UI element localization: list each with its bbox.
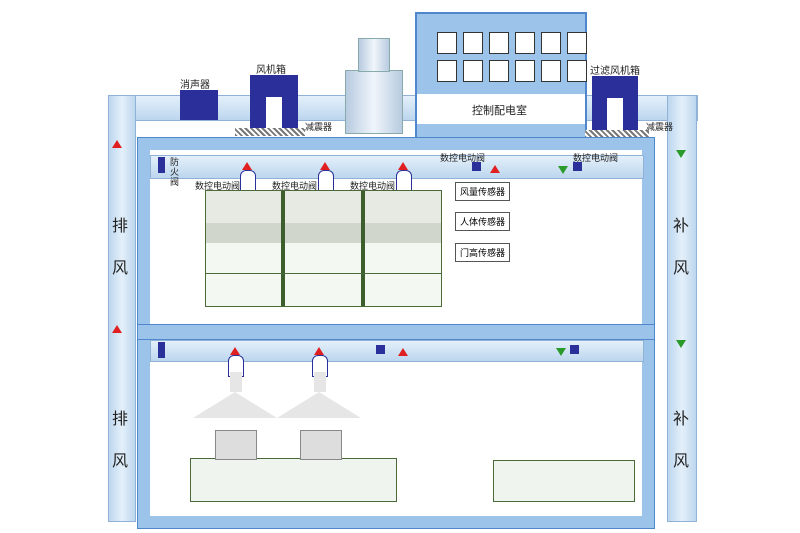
instrument	[215, 430, 257, 460]
supply-arrow-icon	[558, 166, 568, 174]
exhaust-label-upper: 排风	[112, 216, 129, 277]
exhaust-arrow-icon	[320, 162, 330, 170]
supply-arrow-icon	[556, 348, 566, 356]
control-room-label: 控制配电室	[472, 104, 527, 117]
canopy-hood-1	[193, 392, 277, 418]
damper-right	[585, 130, 649, 138]
fire-valve-label: 防火阀	[170, 158, 180, 188]
supply-label-lower: 补风	[673, 409, 690, 470]
airflow-sensor-label: 风量传感器	[455, 182, 511, 201]
body-sensor-label: 人体传感器	[455, 212, 511, 231]
exhaust-arrow-icon	[112, 140, 122, 148]
valve-actuator	[570, 345, 579, 354]
valve-label: 数控电动阀	[573, 154, 619, 164]
fire-valve-lower	[158, 342, 165, 358]
tower-chimney	[358, 38, 390, 72]
filter-fan-box-label: 过滤风机箱	[590, 66, 640, 77]
silencer	[180, 90, 218, 120]
supply-arrow-icon	[676, 340, 686, 348]
silencer-label: 消声器	[180, 80, 210, 91]
damper-right-label: 减震器	[646, 123, 674, 133]
valve-actuator	[573, 162, 582, 171]
lower-floor-duct	[150, 340, 644, 362]
damper-left-label: 减震器	[305, 123, 333, 133]
scrubber-tower	[345, 70, 403, 134]
valve-label: 数控电动阀	[272, 182, 318, 192]
valve-hood-2	[318, 170, 334, 192]
supply-riser	[667, 95, 697, 522]
exhaust-riser	[108, 95, 136, 522]
supply-label-upper: 补风	[673, 216, 690, 277]
exhaust-arrow-icon	[242, 162, 252, 170]
filter-fan-box	[592, 76, 638, 132]
exhaust-arrow-icon	[490, 165, 500, 173]
fan-box	[250, 75, 298, 130]
damper-left	[235, 128, 305, 136]
supply-arrow-icon	[676, 150, 686, 158]
control-panels	[437, 32, 589, 82]
exhaust-label-lower: 排风	[112, 409, 129, 470]
fan-box-label: 风机箱	[256, 65, 286, 76]
valve-label: 数控电动阀	[440, 154, 486, 164]
exhaust-arrow-icon	[314, 347, 324, 355]
valve-actuator	[472, 162, 481, 171]
instrument	[300, 430, 342, 460]
valve-hood-1	[240, 170, 256, 192]
control-room: 控制配电室	[415, 12, 587, 142]
door-sensor-label: 门高传感器	[455, 243, 511, 262]
valve-label: 数控电动阀	[350, 182, 396, 192]
floor-slab	[138, 324, 654, 340]
exhaust-arrow-icon	[230, 347, 240, 355]
valve-hood-3	[396, 170, 412, 192]
fume-hoods	[205, 190, 442, 307]
exhaust-arrow-icon	[112, 325, 122, 333]
valve-actuator	[376, 345, 385, 354]
lab-bench-left	[190, 458, 397, 502]
exhaust-arrow-icon	[398, 162, 408, 170]
canopy-hood-2	[277, 392, 361, 418]
valve-label: 数控电动阀	[195, 182, 241, 192]
lab-bench-right	[493, 460, 635, 502]
fire-valve	[158, 157, 165, 173]
exhaust-arrow-icon	[398, 348, 408, 356]
